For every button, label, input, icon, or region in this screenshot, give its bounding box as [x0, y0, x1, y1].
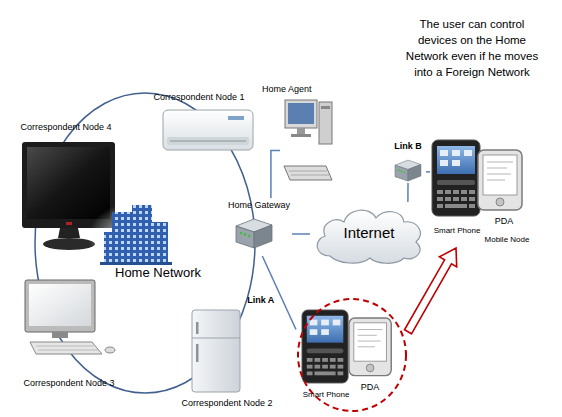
node-label: Smart Phone: [430, 226, 484, 235]
refrigerator: [192, 310, 240, 392]
appliance-node: Correspondent Node 1: [140, 92, 258, 154]
network-link: [407, 183, 409, 202]
smart-phone: [302, 310, 348, 383]
node-label: Correspondent Node 1: [140, 92, 258, 102]
network-link: [262, 256, 296, 330]
node-label: Smart Phone: [298, 390, 354, 399]
desktop-computer: [25, 280, 115, 354]
pda-device: [349, 318, 391, 376]
network-link: [292, 233, 310, 235]
network-link: [271, 151, 280, 198]
link-label: Link A: [247, 295, 274, 305]
node-label: Mobile Node: [480, 235, 534, 244]
appliance-node: Correspondent Node 3: [15, 276, 123, 392]
air-conditioner: [163, 110, 253, 150]
gateway-node: Home Gateway: [226, 198, 292, 256]
network-node: Home Network: [95, 200, 205, 284]
appliance-node: Correspondent Node 2: [172, 306, 282, 410]
node-label: PDA: [352, 382, 388, 392]
link-router: [395, 160, 421, 181]
node-label: Correspondent Node 4: [12, 122, 120, 132]
server-node: Home Agent: [280, 84, 336, 188]
router-node: Link B: [390, 141, 426, 183]
gateway-router: [236, 219, 272, 248]
pda-device: [478, 150, 522, 210]
node-label: Home Agent: [262, 84, 324, 94]
node-label: Internet: [310, 224, 428, 241]
smart-phone: [432, 140, 480, 216]
node-label: Correspondent Node 2: [172, 398, 282, 408]
node-label: Home Gateway: [226, 200, 292, 210]
dashed-circle-outline: [298, 299, 406, 411]
node-label: Home Network: [115, 266, 205, 281]
node-label: PDA: [484, 216, 524, 226]
note-text: The user can control devices on the Home…: [404, 16, 540, 80]
network-link: [426, 171, 430, 173]
mobile-node: Smart PhonePDA Mobile Node: [430, 136, 534, 248]
home-agent-computer: [284, 100, 332, 180]
appliance-node: Correspondent Node 4: [12, 122, 120, 254]
building: [88, 202, 184, 274]
cloud-node: Internet: [310, 202, 428, 266]
mobile-node: Smart PhonePDA: [296, 297, 408, 413]
node-label: Correspondent Node 3: [15, 378, 123, 388]
hollow-arrow: [405, 248, 457, 334]
node-label: Link B: [386, 141, 430, 151]
